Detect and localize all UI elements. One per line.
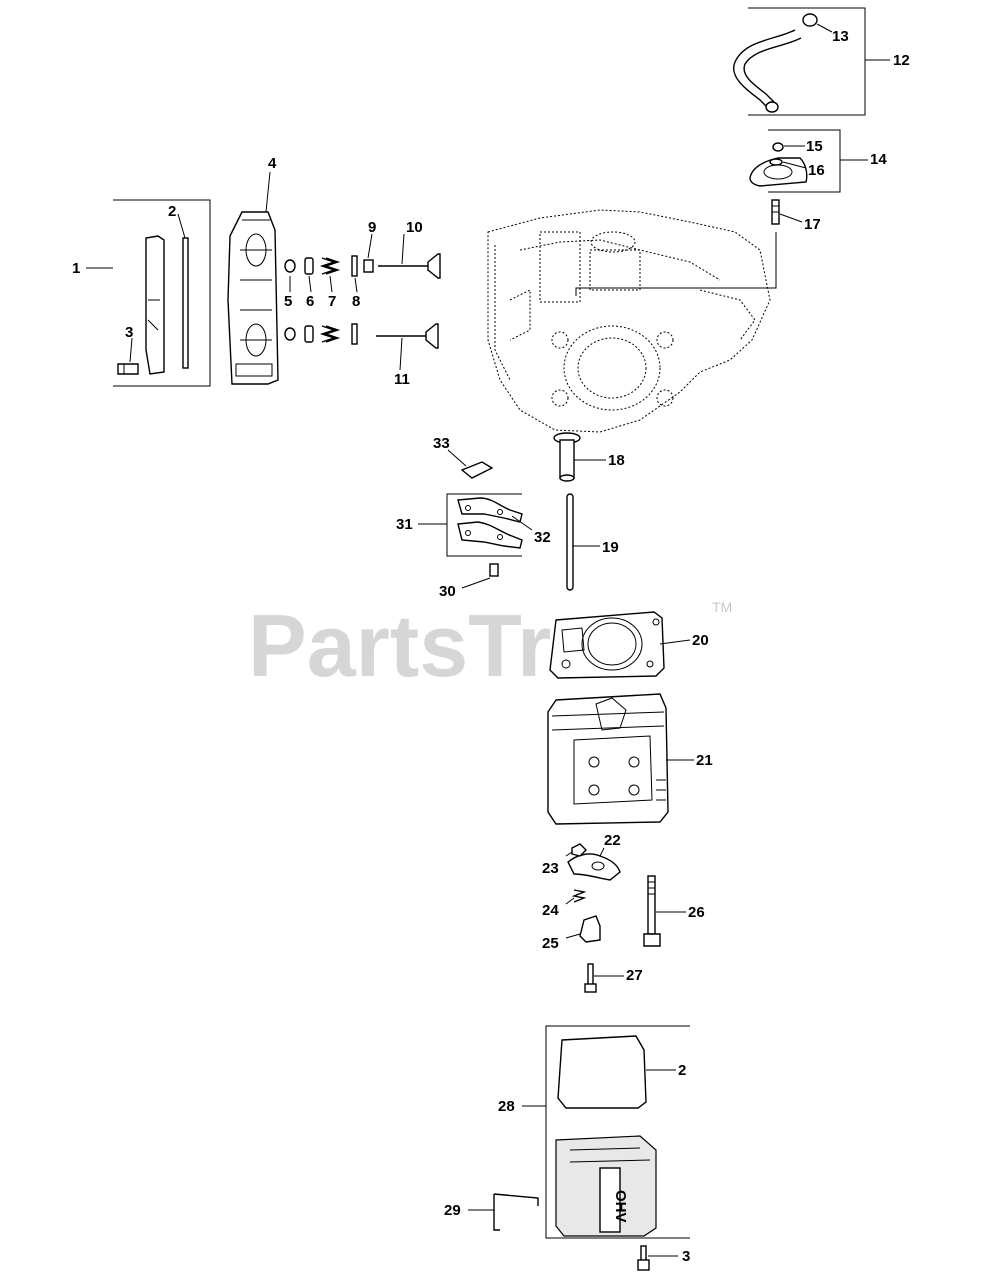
callout-18[interactable]: 18 xyxy=(608,452,625,469)
callout-33[interactable]: 33 xyxy=(433,435,450,452)
ohv-badge-text: OHV xyxy=(612,1190,629,1223)
callout-11[interactable]: 11 xyxy=(394,371,410,388)
fitting-17 xyxy=(771,199,803,225)
pushrod-19 xyxy=(566,493,600,591)
callout-22[interactable]: 22 xyxy=(604,832,621,849)
callout-3-bottom[interactable]: 3 xyxy=(682,1248,690,1265)
breather-hose-group xyxy=(732,7,890,116)
callout-3-top[interactable]: 3 xyxy=(125,324,133,341)
head-gasket-20 xyxy=(549,611,691,679)
callout-17[interactable]: 17 xyxy=(804,216,821,233)
cylinder-head-21 xyxy=(547,693,694,825)
screw-27 xyxy=(584,963,624,993)
callout-12[interactable]: 12 xyxy=(893,52,910,69)
callout-30[interactable]: 30 xyxy=(439,583,456,600)
callout-5[interactable]: 5 xyxy=(284,293,292,310)
watermark-trademark: TM xyxy=(712,599,732,615)
callout-4[interactable]: 4 xyxy=(268,155,277,172)
grommet-group xyxy=(749,129,868,193)
crankcase-phantom xyxy=(487,209,777,433)
callout-20[interactable]: 20 xyxy=(692,632,709,649)
callout-16[interactable]: 16 xyxy=(808,162,825,179)
callout-29[interactable]: 29 xyxy=(444,1202,461,1219)
callout-28[interactable]: 28 xyxy=(498,1098,515,1115)
callout-27[interactable]: 27 xyxy=(626,967,643,984)
callout-15[interactable]: 15 xyxy=(806,138,823,155)
clamp-icon xyxy=(802,13,818,27)
callout-7[interactable]: 7 xyxy=(328,293,336,310)
callout-14[interactable]: 14 xyxy=(870,151,887,168)
pushrod-tube-18 xyxy=(553,432,606,482)
valve-cover-group: OHV xyxy=(468,1025,690,1271)
callout-2-bottom[interactable]: 2 xyxy=(678,1062,686,1079)
breather-cover-group xyxy=(86,199,211,387)
callout-6[interactable]: 6 xyxy=(306,293,314,310)
callout-19[interactable]: 19 xyxy=(602,539,619,556)
valve-train xyxy=(284,233,441,371)
head-bolt-26 xyxy=(643,875,686,947)
callout-31[interactable]: 31 xyxy=(396,516,413,533)
callout-25[interactable]: 25 xyxy=(542,935,559,952)
rocker-arm-group xyxy=(418,449,533,589)
callout-32[interactable]: 32 xyxy=(534,529,551,546)
callout-26[interactable]: 26 xyxy=(688,904,705,921)
callout-21[interactable]: 21 xyxy=(696,752,713,769)
callout-8[interactable]: 8 xyxy=(352,293,360,310)
callout-9[interactable]: 9 xyxy=(368,219,376,236)
callout-13[interactable]: 13 xyxy=(832,28,849,45)
callout-10[interactable]: 10 xyxy=(406,219,423,236)
rocker-stud-parts xyxy=(565,843,621,943)
rocker-housing-4 xyxy=(227,171,279,385)
callout-23[interactable]: 23 xyxy=(542,860,559,877)
callout-2-top[interactable]: 2 xyxy=(168,203,176,220)
callout-1[interactable]: 1 xyxy=(72,260,80,277)
callout-24[interactable]: 24 xyxy=(542,902,559,919)
